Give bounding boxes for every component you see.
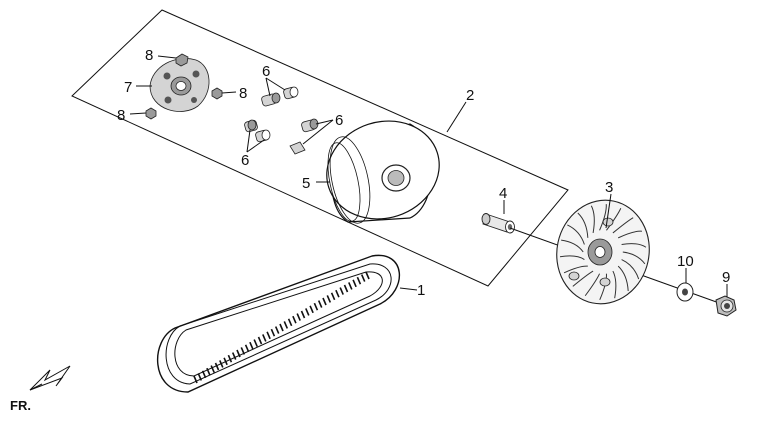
fan-blade: [561, 239, 584, 253]
weight-roller-right-1: [301, 118, 319, 133]
collar-spacer: [481, 213, 515, 234]
belt-tooth: [365, 271, 370, 280]
belt-tooth: [257, 336, 263, 345]
fan-blade: [621, 243, 647, 248]
drive-belt: [156, 254, 401, 393]
callout-2: 2: [466, 87, 474, 104]
callout-8-top: 8: [145, 47, 153, 64]
callout-7: 7: [124, 79, 132, 96]
weight-roller-upper-2: [283, 86, 299, 100]
nut: [715, 295, 737, 317]
fan-blade: [617, 230, 642, 239]
belt-tooth: [231, 352, 237, 360]
weight-roller-right-2: [289, 141, 306, 155]
fan-blade: [572, 270, 594, 287]
belt-tooth: [335, 289, 340, 298]
callout-9: 9: [722, 269, 730, 286]
front-label: FR.: [10, 398, 31, 413]
belt-tooth: [313, 302, 319, 311]
fan-blade: [612, 270, 617, 299]
fan-blade: [622, 251, 646, 265]
belt-tooth: [193, 375, 198, 384]
washer: [676, 282, 694, 302]
slide-piece-top: [175, 53, 189, 67]
slide-piece-bottom: [145, 107, 157, 120]
fan-blade: [567, 224, 585, 245]
belt-tooth: [270, 328, 276, 337]
leader-lines: [129, 55, 728, 297]
belt-tooth: [356, 276, 362, 285]
front-direction-indicator: FR.: [10, 365, 71, 413]
belt-tooth: [240, 347, 246, 355]
fan-blade: [577, 212, 589, 238]
fan-blade: [590, 205, 595, 234]
slide-piece-right: [211, 87, 223, 100]
fan-blade: [617, 265, 629, 292]
belt-tooth: [214, 362, 220, 371]
fan-blade: [606, 208, 622, 231]
weight-roller-upper-1: [261, 92, 281, 107]
belt-tooth: [352, 279, 357, 288]
belt-tooth: [343, 284, 349, 293]
weight-roller-mid-2: [255, 129, 271, 143]
belt-teeth: [193, 271, 370, 384]
drive-face-plate: [149, 58, 210, 112]
belt-tooth: [274, 326, 280, 334]
belt-tooth: [253, 339, 258, 347]
belt-tooth: [227, 354, 233, 363]
front-arrow-icon: [29, 365, 71, 391]
callout-10: 10: [677, 253, 694, 270]
belt-tooth: [317, 300, 323, 308]
callout-8-right: 8: [239, 85, 247, 102]
belt-tooth: [244, 344, 250, 353]
belt-tooth: [339, 287, 344, 295]
belt-tooth: [249, 341, 254, 350]
fan-blade: [584, 273, 601, 297]
belt-tooth: [305, 308, 310, 316]
belt-tooth: [266, 331, 271, 340]
fan-blade: [621, 259, 640, 280]
belt-tooth: [262, 334, 267, 342]
belt-tooth: [300, 310, 306, 319]
callout-3: 3: [605, 179, 613, 196]
belt-tooth: [322, 297, 327, 306]
belt-tooth: [287, 318, 293, 327]
callout-numbers: 1 2 3 4 5 6 6 6 7 8 8 8 9 10: [117, 47, 730, 299]
belt-tooth: [326, 295, 332, 303]
fan-drive-plate: [556, 199, 650, 305]
callout-6-right: 6: [335, 112, 343, 129]
belt-tooth: [210, 365, 215, 373]
callout-6-lower: 6: [241, 152, 249, 169]
belt-tooth: [292, 315, 297, 324]
belt-tooth: [197, 373, 203, 381]
fan-blade: [563, 265, 588, 274]
callout-8-bottom: 8: [117, 107, 125, 124]
callout-1: 1: [417, 282, 425, 299]
belt-tooth: [206, 367, 211, 376]
callout-5: 5: [302, 175, 310, 192]
belt-tooth: [219, 360, 224, 368]
fan-blade: [612, 217, 634, 234]
belt-tooth: [223, 357, 228, 366]
drive-pulley-drum: [326, 120, 440, 224]
callout-4: 4: [499, 185, 507, 202]
weight-roller-mid-1: [244, 119, 258, 133]
assembly-boundary: [71, 9, 569, 287]
fan-blade: [559, 255, 585, 260]
belt-tooth: [279, 323, 284, 332]
callout-6-upper: 6: [262, 63, 270, 80]
belt-tooth: [309, 305, 314, 314]
belt-tooth: [236, 349, 241, 358]
belt-tooth: [330, 292, 336, 301]
belt-tooth: [201, 370, 207, 379]
belt-tooth: [348, 282, 353, 290]
fan-blade: [599, 204, 607, 231]
belt-tooth: [360, 274, 366, 282]
belt-tooth: [296, 313, 301, 321]
belt-tooth: [283, 321, 289, 329]
